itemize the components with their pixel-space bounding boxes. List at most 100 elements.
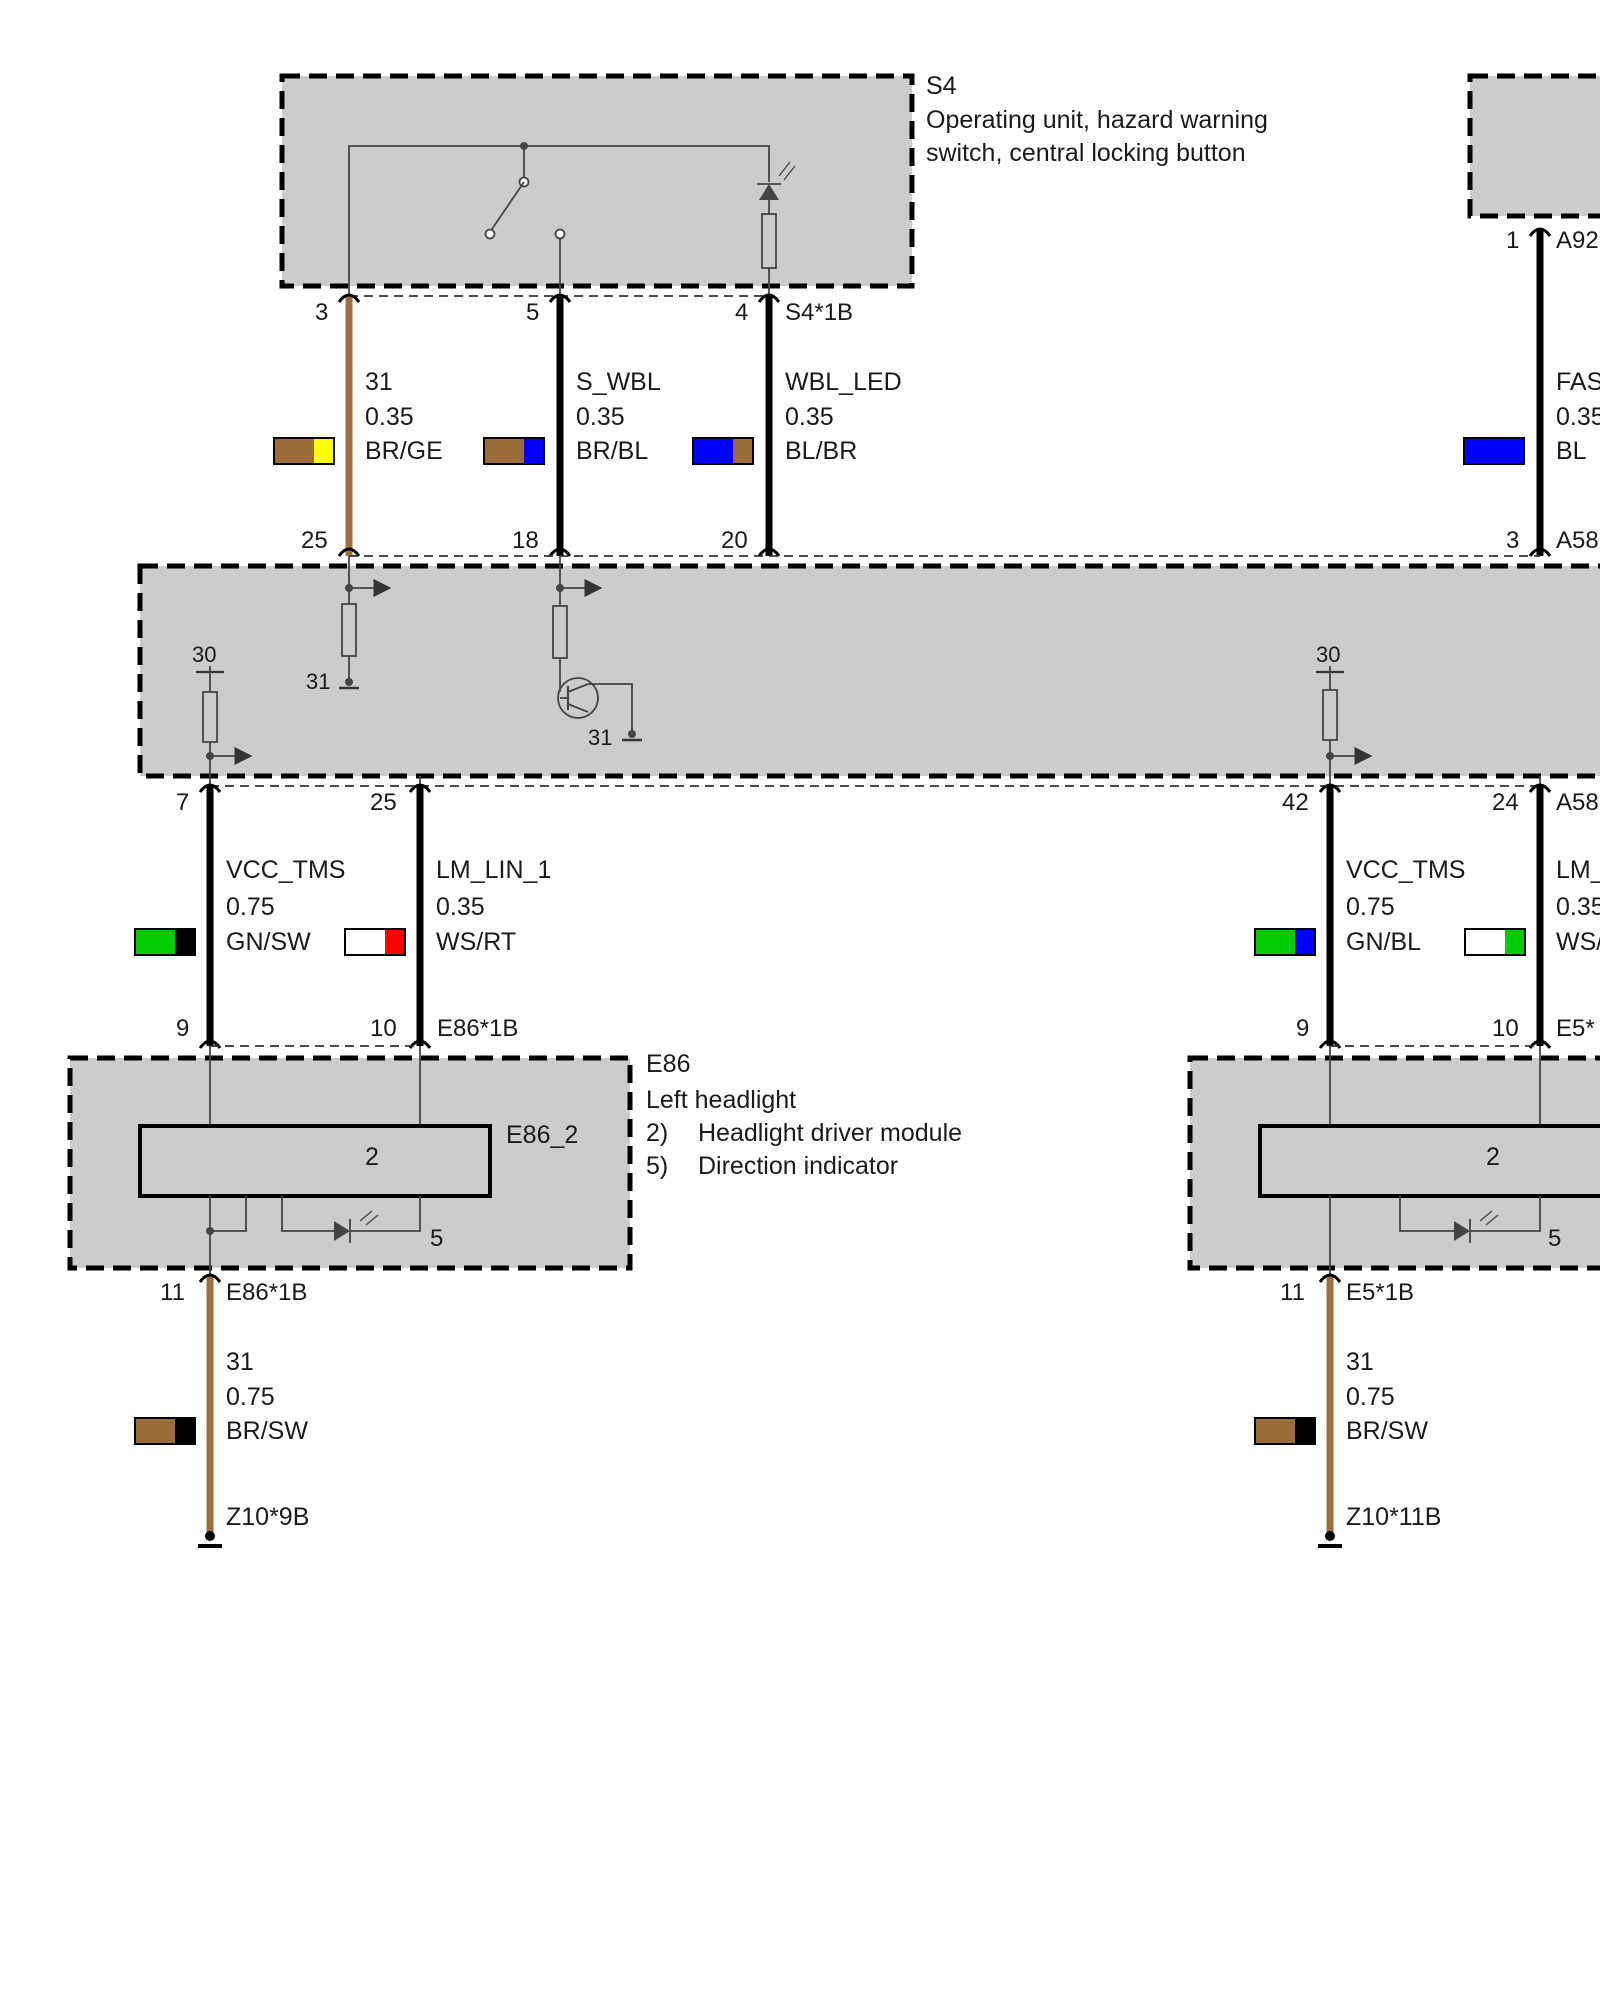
color-swatch-gn-sw-icon xyxy=(134,928,196,956)
s4-pin-5: 5 xyxy=(526,299,539,326)
e86-pin-9: 9 xyxy=(176,1015,189,1042)
a58-supply-left: 30 xyxy=(192,642,216,667)
wire-mid-3-color: GN/BL xyxy=(1346,928,1421,956)
e5-led-num: 5 xyxy=(1548,1225,1561,1252)
a58-top-connector: A58 xyxy=(1556,527,1599,554)
wire-top-2-signal: S_WBL xyxy=(576,368,661,396)
led-icon xyxy=(757,161,796,200)
a92-module: 1 A92 xyxy=(1467,73,1600,254)
wire-mid-2-signal: LM_LIN_1 xyxy=(436,856,551,884)
color-swatch-bl-icon xyxy=(1463,437,1525,465)
color-swatch-ws-rt-icon xyxy=(344,928,406,956)
wire-bottom-1-signal: 31 xyxy=(226,1348,254,1376)
wire-bottom-1-size: 0.75 xyxy=(226,1383,275,1411)
e86-module: 9 10 E86*1B 2 E86_2 5 E86 Left headlight… xyxy=(67,1015,962,1306)
wire-bottom-2-size: 0.75 xyxy=(1346,1383,1395,1411)
e86-module-label: E86_2 xyxy=(506,1121,578,1149)
a58-module: 31 31 30 30 xyxy=(137,555,1600,816)
wire-top-1-signal: 31 xyxy=(365,368,393,396)
e5-pin-10: 10 xyxy=(1492,1015,1519,1042)
e5-module: 9 10 E5* 2 5 11 E5*1B xyxy=(1187,1015,1600,1306)
resistor-icon xyxy=(552,605,568,659)
s4-module-box xyxy=(279,73,915,289)
wire-top-3-signal: WBL_LED xyxy=(785,368,902,396)
resistor-icon xyxy=(761,213,777,269)
color-swatch-br-ge-icon xyxy=(273,437,335,465)
e86-title: Left headlight xyxy=(646,1086,796,1114)
a92-pin-1: 1 xyxy=(1506,227,1519,254)
a58-top-pin-20: 20 xyxy=(721,527,748,554)
s4-desc-line2: switch, central locking button xyxy=(926,139,1246,167)
a58-module-box xyxy=(137,563,1600,779)
a92-module-box xyxy=(1467,73,1600,219)
wire-mid-2-color: WS/RT xyxy=(436,928,516,956)
e5-driver-module xyxy=(1258,1124,1600,1198)
wire-bottom-2-signal: 31 xyxy=(1346,1348,1374,1376)
resistor-icon xyxy=(341,603,357,657)
a58-bottom-pin-25: 25 xyxy=(370,789,397,816)
a58-gnd-b: 31 xyxy=(588,725,612,750)
ground-z10-11b: Z10*11B xyxy=(1346,1503,1441,1531)
e86-id: E86 xyxy=(646,1050,690,1078)
wire-top-4-color: BL xyxy=(1556,437,1587,465)
wire-mid-4-size: 0.35 xyxy=(1556,893,1600,921)
wire-top-2-color: BR/BL xyxy=(576,437,648,465)
color-swatch-gn-bl-icon xyxy=(1254,928,1316,956)
color-swatch-bl-br-icon xyxy=(692,437,754,465)
wire-top-3-color: BL/BR xyxy=(785,437,857,465)
wire-mid-3-signal: VCC_TMS xyxy=(1346,856,1465,884)
a92-connector: A92 xyxy=(1556,227,1599,254)
wire-top-1-color: BR/GE xyxy=(365,437,443,465)
a58-bottom-pin-24: 24 xyxy=(1492,789,1519,816)
a58-supply-right: 30 xyxy=(1316,642,1340,667)
resistor-icon xyxy=(1322,689,1338,741)
e86-item2-num: 2) xyxy=(646,1119,668,1147)
e86-module-num: 2 xyxy=(365,1143,379,1171)
s4-pin-3: 3 xyxy=(315,299,328,326)
e86-pin-11: 11 xyxy=(160,1279,185,1306)
wire-top-4-signal: FAS xyxy=(1556,368,1600,396)
color-swatch-ws-gn-icon xyxy=(1464,928,1526,956)
e5-connector-bottom: E5*1B xyxy=(1346,1279,1414,1306)
wire-mid-1-color: GN/SW xyxy=(226,928,311,956)
e86-item5-text: Direction indicator xyxy=(698,1152,898,1180)
s4-connector: S4*1B xyxy=(785,299,853,326)
s4-desc-line1: Operating unit, hazard warning xyxy=(926,106,1268,134)
a58-top-pin-25: 25 xyxy=(301,527,328,554)
middle-wires: VCC_TMS 0.75 GN/SW LM_LIN_1 0.35 WS/RT V… xyxy=(134,783,1600,1049)
e86-driver-module xyxy=(138,1124,492,1198)
s4-module: S4 Operating unit, hazard warning switch… xyxy=(279,72,1268,326)
s4-pin-4: 4 xyxy=(735,299,748,326)
color-swatch-br-bl-icon xyxy=(483,437,545,465)
wire-mid-1-signal: VCC_TMS xyxy=(226,856,345,884)
wire-bottom-1-color: BR/SW xyxy=(226,1417,308,1445)
wire-top-2-size: 0.35 xyxy=(576,403,625,431)
bottom-wires: 31 0.75 BR/SW Z10*9B 31 0.75 BR/SW Z10*1… xyxy=(134,1273,1441,1548)
wire-mid-4-signal: LM_ xyxy=(1556,856,1600,884)
color-swatch-br-sw-icon xyxy=(1254,1417,1316,1445)
s4-id: S4 xyxy=(926,72,957,100)
top-wires: 31 0.35 BR/GE S_WBL 0.35 BR/BL WBL_LED 0… xyxy=(273,227,1600,557)
wire-mid-2-size: 0.35 xyxy=(436,893,485,921)
e86-item5-num: 5) xyxy=(646,1152,668,1180)
e5-pin-9: 9 xyxy=(1296,1015,1309,1042)
wire-mid-4-color: WS/ xyxy=(1556,928,1600,956)
a58-bottom-connector: A58 xyxy=(1556,789,1599,816)
wire-top-1-size: 0.35 xyxy=(365,403,414,431)
e86-item2-text: Headlight driver module xyxy=(698,1119,962,1147)
switch-lever-icon xyxy=(489,181,525,233)
a58-top-pin-3: 3 xyxy=(1506,527,1519,554)
ground-z10-9b: Z10*9B xyxy=(226,1503,309,1531)
resistor-icon xyxy=(202,691,218,743)
e86-pin-10: 10 xyxy=(370,1015,397,1042)
color-swatch-br-sw-icon xyxy=(134,1417,196,1445)
a58-top-pin-18: 18 xyxy=(512,527,539,554)
wire-top-4-size: 0.35 xyxy=(1556,403,1600,431)
e86-led-num: 5 xyxy=(430,1225,443,1252)
a58-gnd-a: 31 xyxy=(306,669,330,694)
wire-mid-3-size: 0.75 xyxy=(1346,893,1395,921)
wire-top-3-size: 0.35 xyxy=(785,403,834,431)
a58-bottom-pin-42: 42 xyxy=(1282,789,1309,816)
e86-connector-top: E86*1B xyxy=(437,1015,518,1042)
